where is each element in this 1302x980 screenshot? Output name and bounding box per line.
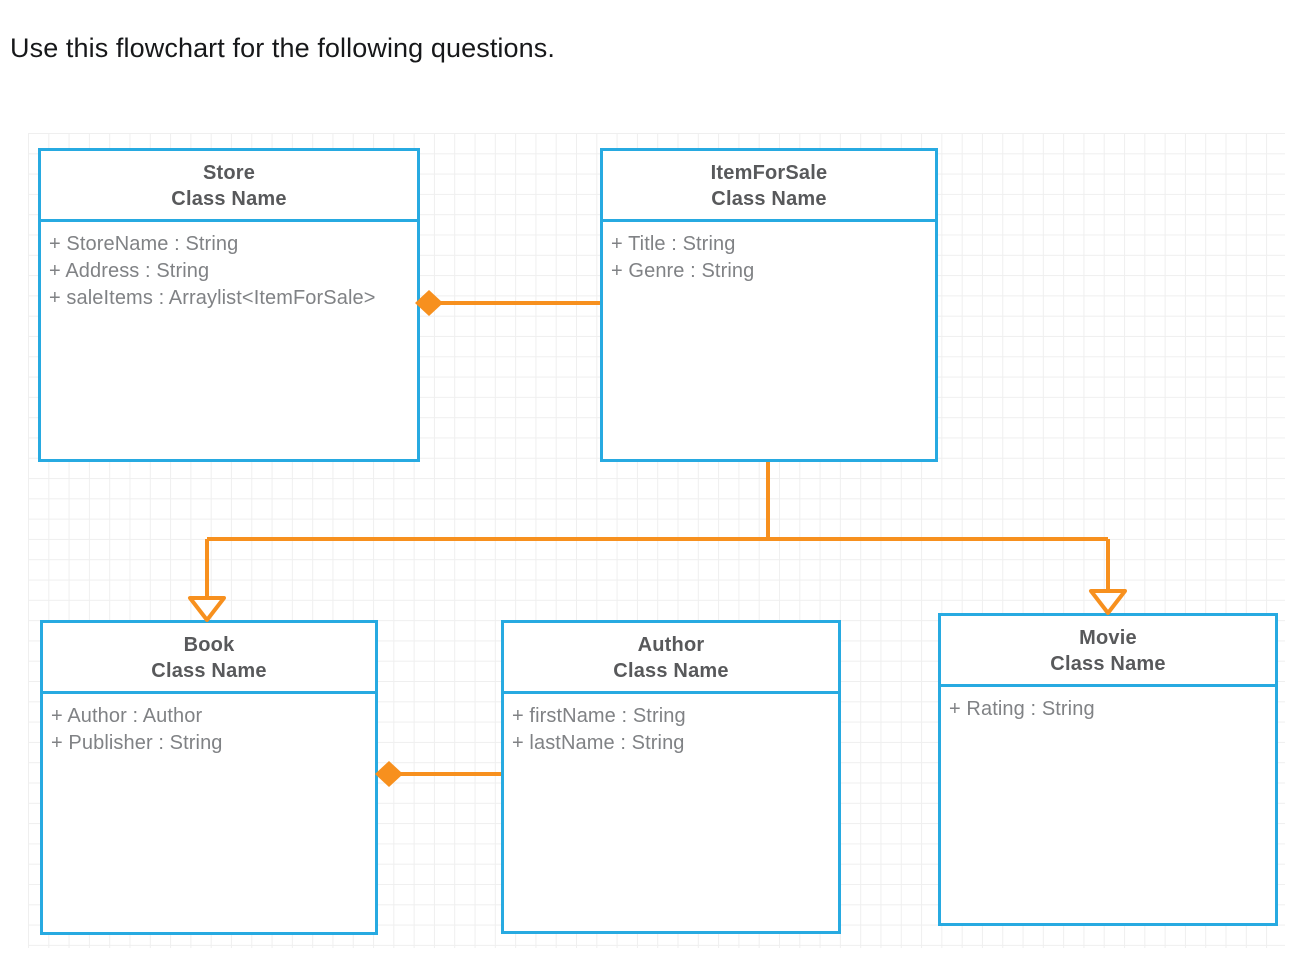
class-header-store: Store Class Name — [41, 151, 417, 222]
class-attributes-movie: + Rating : String — [941, 687, 1275, 923]
attribute-row: + Title : String — [611, 233, 736, 255]
attribute-row: + Publisher : String — [51, 732, 223, 754]
class-subtitle-itemforsale: Class Name — [711, 188, 827, 210]
class-header-book: Book Class Name — [43, 623, 375, 694]
page-heading: Use this flowchart for the following que… — [10, 33, 555, 63]
class-subtitle-author: Class Name — [613, 660, 729, 682]
class-box-book[interactable]: Book Class Name + Author : Author + Publ… — [40, 620, 378, 935]
class-name-movie: Movie — [1079, 627, 1137, 649]
class-header-movie: Movie Class Name — [941, 616, 1275, 687]
class-subtitle-store: Class Name — [171, 188, 287, 210]
class-box-author[interactable]: Author Class Name + firstName : String +… — [501, 620, 841, 934]
class-box-store[interactable]: Store Class Name + StoreName : String + … — [38, 148, 420, 462]
class-box-movie[interactable]: Movie Class Name + Rating : String — [938, 613, 1278, 926]
class-header-author: Author Class Name — [504, 623, 838, 694]
attribute-row: + lastName : String — [512, 732, 685, 754]
attribute-row: + Author : Author — [51, 705, 203, 727]
class-attributes-book: + Author : Author + Publisher : String — [43, 694, 375, 932]
attribute-row: + Address : String — [49, 260, 210, 282]
attribute-row: + saleItems : Arraylist<ItemForSale> — [49, 287, 376, 309]
class-subtitle-book: Class Name — [151, 660, 267, 682]
class-subtitle-movie: Class Name — [1050, 653, 1166, 675]
class-attributes-itemforsale: + Title : String + Genre : String — [603, 222, 935, 459]
class-box-itemforsale[interactable]: ItemForSale Class Name + Title : String … — [600, 148, 938, 462]
class-name-book: Book — [183, 634, 235, 656]
attribute-row: + StoreName : String — [49, 233, 239, 255]
class-name-author: Author — [637, 634, 705, 656]
class-header-itemforsale: ItemForSale Class Name — [603, 151, 935, 222]
attribute-row: + Genre : String — [611, 260, 755, 282]
class-name-store: Store — [202, 162, 256, 184]
attribute-row: + firstName : String — [512, 705, 686, 727]
class-attributes-author: + firstName : String + lastName : String — [504, 694, 838, 931]
attribute-row: + Rating : String — [949, 698, 1095, 720]
class-attributes-store: + StoreName : String + Address : String … — [41, 222, 417, 459]
class-name-itemforsale: ItemForSale — [710, 162, 828, 184]
